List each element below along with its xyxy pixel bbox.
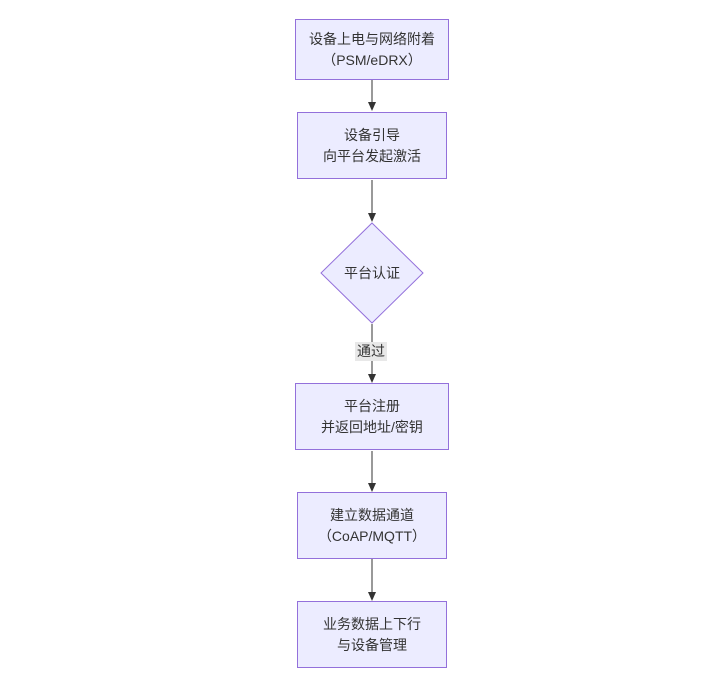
node-business-data: 业务数据上下行 与设备管理	[297, 601, 447, 668]
node-line: 建立数据通道	[330, 506, 414, 523]
node-line: 平台注册	[344, 397, 400, 414]
node-line: 业务数据上下行	[323, 615, 421, 632]
node-line: 设备引导	[344, 126, 400, 143]
node-line: （CoAP/MQTT）	[317, 527, 427, 544]
node-data-channel: 建立数据通道 （CoAP/MQTT）	[297, 492, 447, 559]
node-line: 与设备管理	[337, 636, 407, 653]
node-line: 并返回地址/密钥	[321, 418, 423, 435]
node-platform-register: 平台注册 并返回地址/密钥	[295, 383, 449, 450]
node-line: 设备上电与网络附着	[309, 30, 435, 47]
decision-label: 平台认证	[344, 265, 400, 281]
node-line: 向平台发起激活	[323, 147, 421, 164]
diamond-shape	[320, 222, 424, 324]
node-power-network-attach: 设备上电与网络附着 （PSM/eDRX）	[295, 19, 449, 80]
edge-label-pass: 通过	[355, 342, 387, 361]
node-line: （PSM/eDRX）	[322, 51, 422, 68]
node-device-bootstrap: 设备引导 向平台发起激活	[297, 112, 447, 179]
decision-platform-auth: 平台认证	[320, 222, 424, 324]
